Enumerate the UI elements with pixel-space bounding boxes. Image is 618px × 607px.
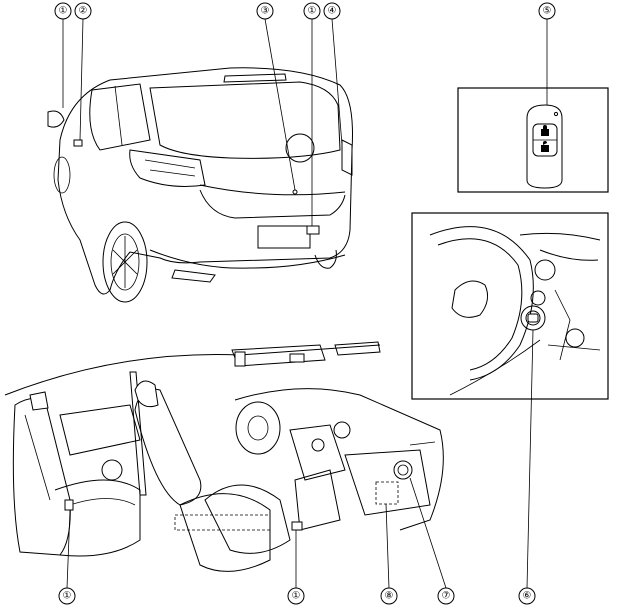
- callout-label: ①: [292, 591, 301, 602]
- callout-c3: ③: [256, 2, 274, 20]
- callout-c1a: ①: [54, 2, 72, 20]
- callout-label: ⑥: [523, 591, 532, 602]
- callout-label: ④: [328, 6, 337, 17]
- callout-c6: ⑥: [518, 587, 536, 605]
- callout-label: ①: [63, 591, 72, 602]
- callout-label: ⑤: [543, 6, 552, 17]
- callout-c1c: ①: [58, 587, 76, 605]
- callout-c4: ④: [323, 2, 341, 20]
- callout-label: ⑧: [385, 591, 394, 602]
- callout-label: ③: [261, 6, 270, 17]
- car-rear-illustration: [47, 67, 353, 303]
- callout-c7: ⑦: [437, 587, 455, 605]
- leader-lines: [62, 18, 548, 589]
- callout-c2: ②: [74, 2, 92, 20]
- callout-label: ①: [308, 6, 317, 17]
- callout-label: ②: [79, 6, 88, 17]
- callout-c1d: ①: [287, 587, 305, 605]
- callout-c1b: ①: [303, 2, 321, 20]
- callout-label: ⑦: [442, 591, 451, 602]
- key-fob-inset: [457, 87, 609, 193]
- callout-c5: ⑤: [538, 2, 556, 20]
- ignition-inset: [411, 212, 609, 400]
- callout-label: ①: [59, 6, 68, 17]
- callout-c8: ⑧: [380, 587, 398, 605]
- interior-illustration: [4, 341, 444, 572]
